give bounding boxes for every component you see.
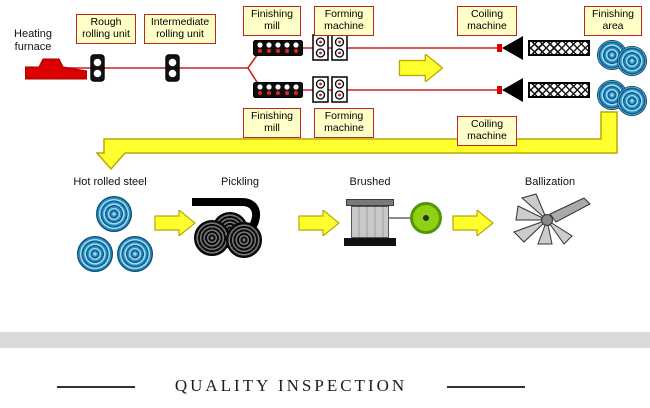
screw-conveyor-icon-top [528,40,590,56]
coiling-machine-icon-bottom [497,78,523,102]
flow-arrow-icon-1 [154,210,196,236]
wire-coil-icon-finished-2 [617,46,647,76]
wire-coil-icon-finished-4 [617,86,647,116]
stage-label-pickling: Pickling [221,176,259,188]
brushing-machine-cord [389,217,417,219]
ballization-impeller-icon [513,193,591,245]
forming-machine-icon-bottom [312,76,348,103]
wire-coil-icon-hot-top [96,196,132,232]
label-box-coiling-machine-top: Coiling machine [457,6,517,36]
grinding-wheel-icon [410,202,442,234]
brushing-machine-base [344,238,396,246]
wire-coil-icon-pickled-right [226,222,262,258]
flow-arrow-icon-mid [398,54,444,82]
wire-coil-icon-hot-right [117,236,153,272]
heating-furnace-icon [25,58,87,80]
transfer-path-arrow [95,111,618,171]
rough-rolling-unit-icon [90,54,105,82]
stage-label-ballization: Ballization [524,176,576,188]
label-box-rough-rolling-unit: Rough rolling unit [76,14,136,44]
wire-coil-icon-pickled-left [194,220,230,256]
wire-coil-icon-hot-left [77,236,113,272]
flow-arrow-icon-2 [298,210,340,236]
label-box-finishing-mill-bottom: Finishing mill [243,108,301,138]
forming-machine-icon-top [312,34,348,61]
title-rule-left [57,386,135,388]
heating-furnace-label: Heating furnace [14,28,52,53]
screw-conveyor-icon-bottom [528,82,590,98]
label-box-forming-machine-bottom: Forming machine [314,108,374,138]
label-box-coiling-machine-bottom: Coiling machine [457,116,517,146]
stage-label-brushed: Brushed [349,176,391,188]
brushing-machine-topbar [346,199,394,206]
intermediate-rolling-unit-icon [165,54,180,82]
finishing-mill-icon-top [253,40,303,56]
flow-arrow-icon-3 [452,210,494,236]
brushing-machine-icon [351,206,389,238]
label-box-intermediate-rolling-unit: Intermediate rolling unit [144,14,216,44]
label-box-finishing-mill-top: Finishing mill [243,6,301,36]
divider-band [0,332,650,348]
stage-label-hot-rolled-steel: Hot rolled steel [73,176,147,188]
finishing-mill-icon-bottom [253,82,303,98]
label-box-forming-machine-top: Forming machine [314,6,374,36]
label-box-finishing-area: Finishing area [584,6,642,36]
coiling-machine-icon-top [497,36,523,60]
quality-inspection-title: QUALITY INSPECTION [174,376,408,395]
title-rule-right [447,386,525,388]
